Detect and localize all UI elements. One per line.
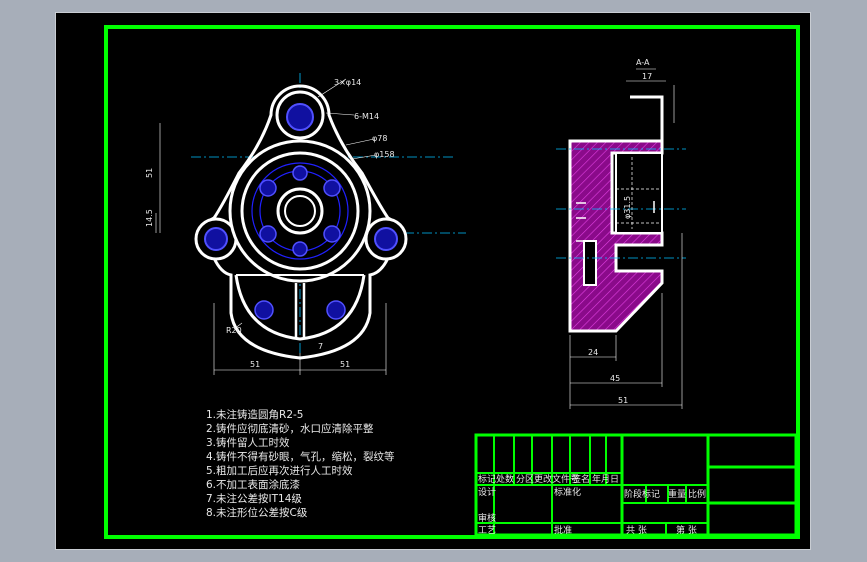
dim-bottom-24: 24 xyxy=(588,348,598,357)
front-view: 3×φ14 6-M14 φ78 φ158 51 14.5 R20 51 51 7 xyxy=(145,73,466,375)
dim-r20: R20 xyxy=(226,326,242,335)
tb-sign: 签名 xyxy=(572,473,590,485)
tb-standard: 标准化 xyxy=(554,486,581,498)
dim-side: φ31.5 xyxy=(623,196,632,219)
title-block-text: 标记 处数 分区 更改文件号 签名 年月日 设计 标准化 阶段标记 重量 比例 … xyxy=(478,473,706,536)
dim-dia-158: φ158 xyxy=(374,150,395,159)
section-label: A-A xyxy=(636,58,650,67)
tb-scale: 比例 xyxy=(688,488,706,500)
title-block xyxy=(474,433,798,537)
dim-bottom-51: 51 xyxy=(618,396,628,405)
dim-height-14-5: 14.5 xyxy=(145,209,154,227)
note-1: 1.未注铸造圆角R2-5 xyxy=(206,409,304,421)
tb-process: 工艺 xyxy=(478,525,496,536)
dim-slot-7: 7 xyxy=(318,342,323,351)
tb-review: 审核 xyxy=(478,512,496,524)
note-3: 3.铸件留人工时效 xyxy=(206,437,290,449)
tb-date: 年月日 xyxy=(592,473,619,485)
dim-height-51: 51 xyxy=(145,168,154,178)
dim-holes-3: 3×φ14 xyxy=(334,78,361,87)
section-view: A-A 17 φ31.5 xyxy=(556,58,686,409)
tb-weight: 重量 xyxy=(668,488,686,500)
drawing-frame xyxy=(104,25,800,539)
note-2: 2.铸件应彻底清砂，水口应清除平整 xyxy=(206,423,374,435)
tb-sheets: 共 张 xyxy=(626,525,647,536)
tb-count: 处数 xyxy=(496,473,514,485)
dim-width-51-right: 51 xyxy=(340,360,350,369)
dim-top-17: 17 xyxy=(642,72,652,81)
note-4: 4.铸件不得有砂眼，气孔，缩松，裂纹等 xyxy=(206,451,395,463)
note-6: 6.不加工表面涂底漆 xyxy=(206,479,301,491)
note-8: 8.未注形位公差按C级 xyxy=(206,507,308,519)
tb-zone: 分区 xyxy=(516,474,534,485)
note-7: 7.未注公差按IT14级 xyxy=(206,493,302,505)
tb-change-doc: 更改文件号 xyxy=(534,473,579,485)
tb-design: 设计 xyxy=(478,486,496,498)
dim-width-51-left: 51 xyxy=(250,360,260,369)
dim-holes-6: 6-M14 xyxy=(354,112,379,121)
tb-stage-mark: 阶段标记 xyxy=(624,488,660,500)
tb-approve: 批准 xyxy=(554,524,572,536)
engineering-drawing: 3×φ14 6-M14 φ78 φ158 51 14.5 R20 51 51 7… xyxy=(104,25,800,539)
dim-bottom-total: 45 xyxy=(610,374,620,383)
tb-mark: 标记 xyxy=(478,473,496,485)
tb-sheet-no: 第 张 xyxy=(676,524,697,536)
note-5: 5.粗加工后应再次进行人工时效 xyxy=(206,465,353,477)
cad-viewport[interactable]: 3×φ14 6-M14 φ78 φ158 51 14.5 R20 51 51 7… xyxy=(55,12,811,550)
dim-dia-78: φ78 xyxy=(372,134,387,143)
